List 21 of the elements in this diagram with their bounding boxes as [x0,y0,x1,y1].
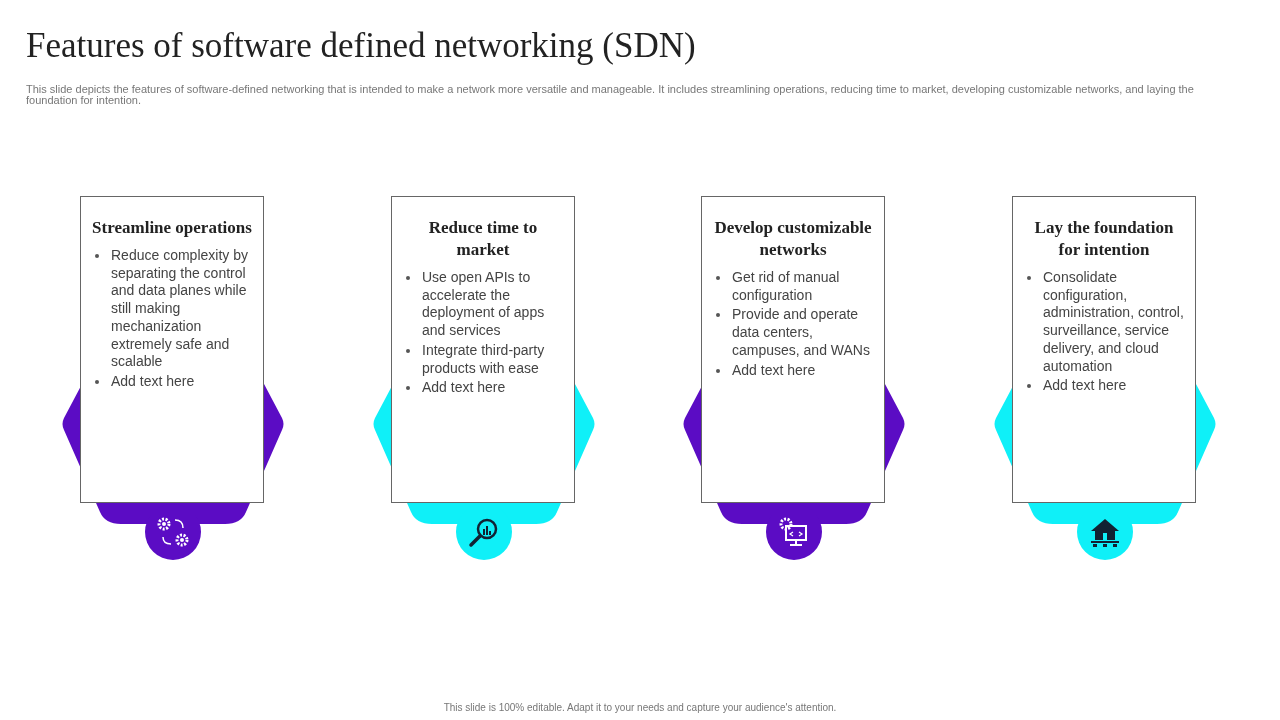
bullet-text: Consolidate configuration, administration, control, surveillance, service delivery, and cloud automation [1043,269,1184,374]
bullet-text: Add text here [1043,377,1127,394]
bullet-text: Reduce complexity by separating the control and data planes while still making mechanization extremely safe and scalable [111,247,248,370]
card-heading: Lay the foundation for intention [1033,217,1175,261]
bullet-text: Use open APIs to accelerate the deployment of apps and services [422,269,545,339]
card-heading: Develop customizable networks [713,217,873,261]
bullet-text: Provide and operate data centers, campuses, and WANs [732,306,870,358]
feature-card [391,196,575,503]
card-heading: Streamline operations [91,217,253,239]
slide-description: This slide depicts the features of software-defined networking that is intended to make a network more versatile and manageable. It includes streamlining operations, reducing time to market, developing customizable networks, and laying the foundation for intention. [26,84,1195,106]
slide-title: Features of software defined networking (SDN) [26,26,696,66]
bullet-text: Get rid of manual configuration [732,269,840,303]
footer-note: This slide is 100% editable. Adapt it to your needs and capture your audience's attention. [442,702,838,713]
bullet-text: Integrate third-party products with ease [422,341,545,376]
feature-card [1012,196,1196,503]
card-heading: Reduce time to market [427,217,539,261]
bullet-text: Add text here [111,372,195,389]
bullet-text: Add text here [422,379,506,396]
bullet-text: Add text here [732,361,816,378]
feature-card [80,196,264,503]
feature-card [701,196,885,503]
